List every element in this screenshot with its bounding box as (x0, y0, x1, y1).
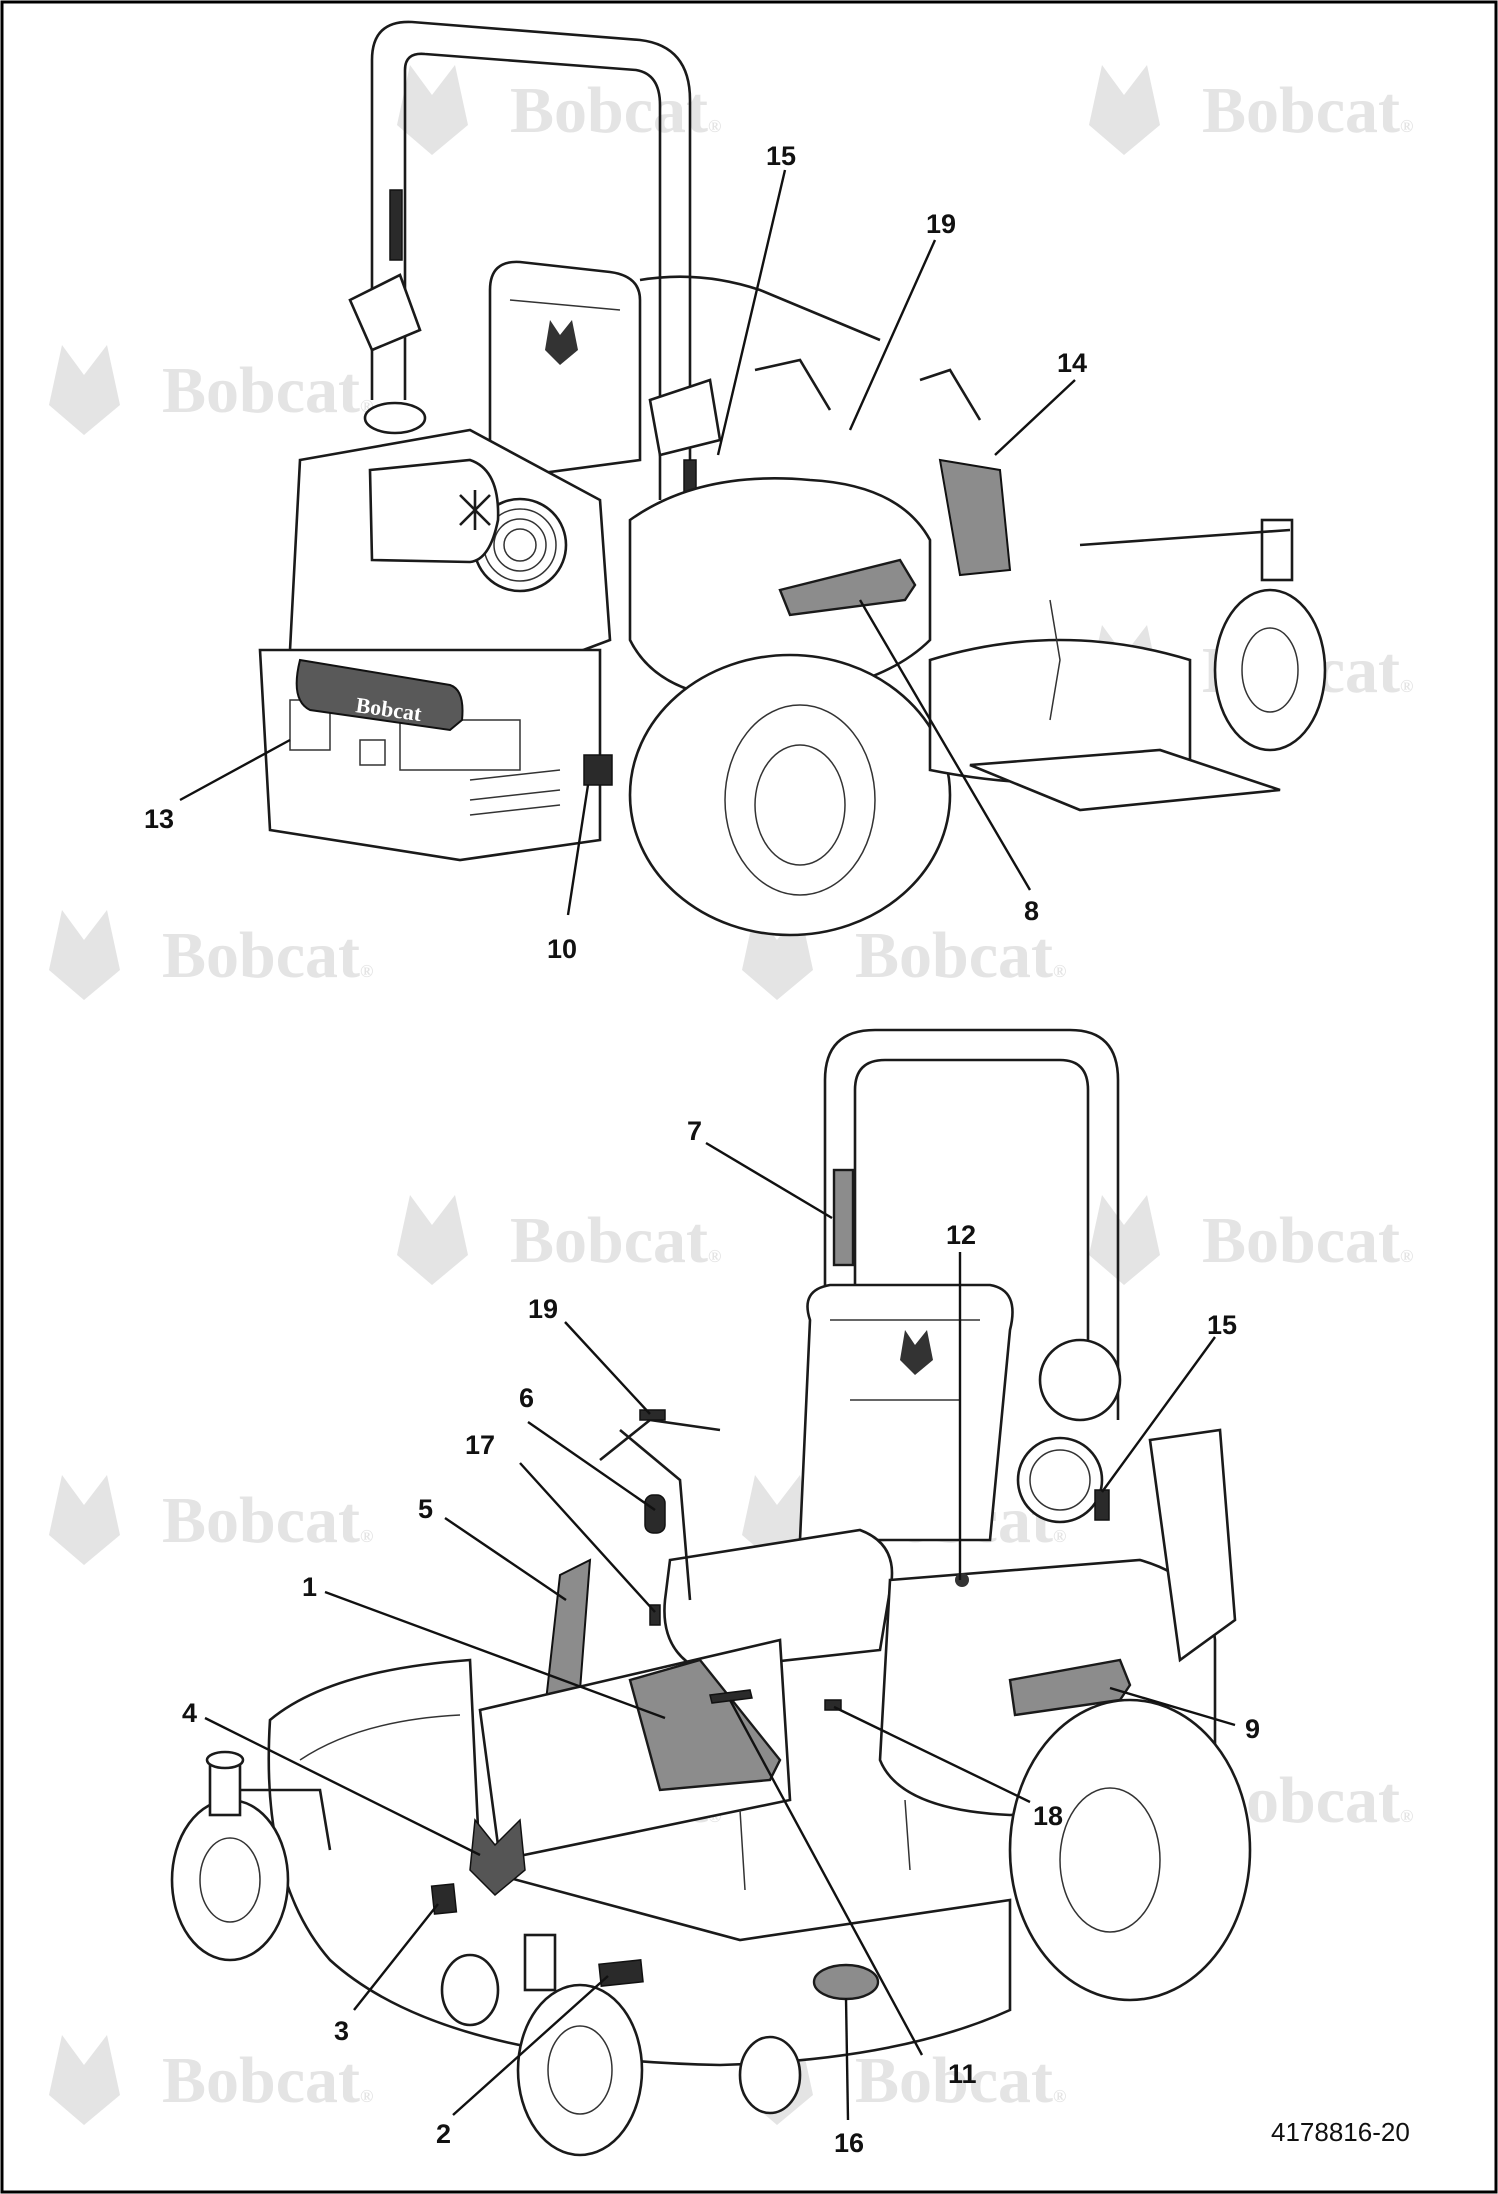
upper-mower-illustration: Bobcat (258, 20, 1327, 937)
decal-16 (812, 1963, 880, 2001)
svg-text:Bobcat®: Bobcat® (510, 74, 721, 147)
callout-lower-1: 1 (302, 1572, 317, 1602)
callout-lower-17: 17 (465, 1430, 495, 1460)
lower-mower-illustration (170, 1028, 1252, 2157)
callout-lower-7: 7 (687, 1116, 702, 1146)
callout-upper-8: 8 (1024, 896, 1039, 926)
callout-lower-6: 6 (519, 1383, 534, 1413)
bobcat-logo-decal (295, 658, 464, 732)
callout-lower-16: 16 (834, 2128, 864, 2158)
decal-1 (628, 1658, 782, 1792)
callout-lower-18: 18 (1033, 1801, 1063, 1831)
decal-14-grid (938, 458, 1012, 577)
decal-2 (598, 1959, 644, 1987)
svg-text:Bobcat®: Bobcat® (855, 919, 1066, 992)
watermark: Bobcat® (397, 1195, 721, 1285)
svg-text:Bobcat®: Bobcat® (855, 2044, 1066, 2117)
svg-text:Bobcat®: Bobcat® (162, 354, 373, 427)
decal-4-logo (469, 1818, 526, 1897)
svg-text:Bobcat®: Bobcat® (162, 2044, 373, 2117)
callout-upper-19: 19 (926, 209, 956, 239)
callout-upper-14: 14 (1057, 348, 1087, 378)
callout-lower-12: 12 (946, 1220, 976, 1250)
decal-15-lower (1094, 1489, 1110, 1521)
decal-6 (644, 1494, 666, 1534)
watermark: Bobcat® (49, 1475, 373, 1565)
callout-lower-9: 9 (1245, 1714, 1260, 1744)
svg-text:Bobcat®: Bobcat® (1202, 74, 1413, 147)
watermark: Bobcat® (49, 2035, 373, 2125)
document-number: 4178816-20 (1271, 2117, 1410, 2147)
callout-lower-11: 11 (948, 2059, 977, 2089)
decal-3 (430, 1883, 458, 1915)
watermark: Bobcat® (1089, 1195, 1413, 1285)
callout-lower-2: 2 (436, 2119, 451, 2149)
decal-10 (583, 754, 613, 786)
callout-upper-13: 13 (144, 804, 174, 834)
decal-17 (649, 1604, 661, 1626)
watermark: Bobcat® (397, 65, 721, 155)
svg-text:Bobcat®: Bobcat® (162, 919, 373, 992)
callout-upper-10: 10 (547, 934, 577, 964)
watermark: Bobcat® (49, 345, 373, 435)
decal-18 (824, 1699, 842, 1711)
callout-lower-19: 19 (528, 1294, 558, 1324)
decal-8 (778, 558, 917, 617)
svg-text:Bobcat®: Bobcat® (162, 1484, 373, 1557)
callout-upper-15: 15 (766, 141, 796, 171)
decal-7 (832, 1168, 855, 1267)
callout-lower-5: 5 (418, 1494, 433, 1524)
callout-lower-4: 4 (182, 1698, 197, 1728)
watermark: Bobcat® (49, 910, 373, 1000)
decal-11 (709, 1689, 753, 1704)
decal-19-lower (639, 1409, 666, 1421)
watermark: Bobcat® (1089, 65, 1413, 155)
svg-text:Bobcat®: Bobcat® (1202, 1204, 1413, 1277)
svg-text:Bobcat®: Bobcat® (510, 1204, 721, 1277)
callout-lower-15: 15 (1207, 1310, 1237, 1340)
callout-lower-3: 3 (334, 2016, 349, 2046)
